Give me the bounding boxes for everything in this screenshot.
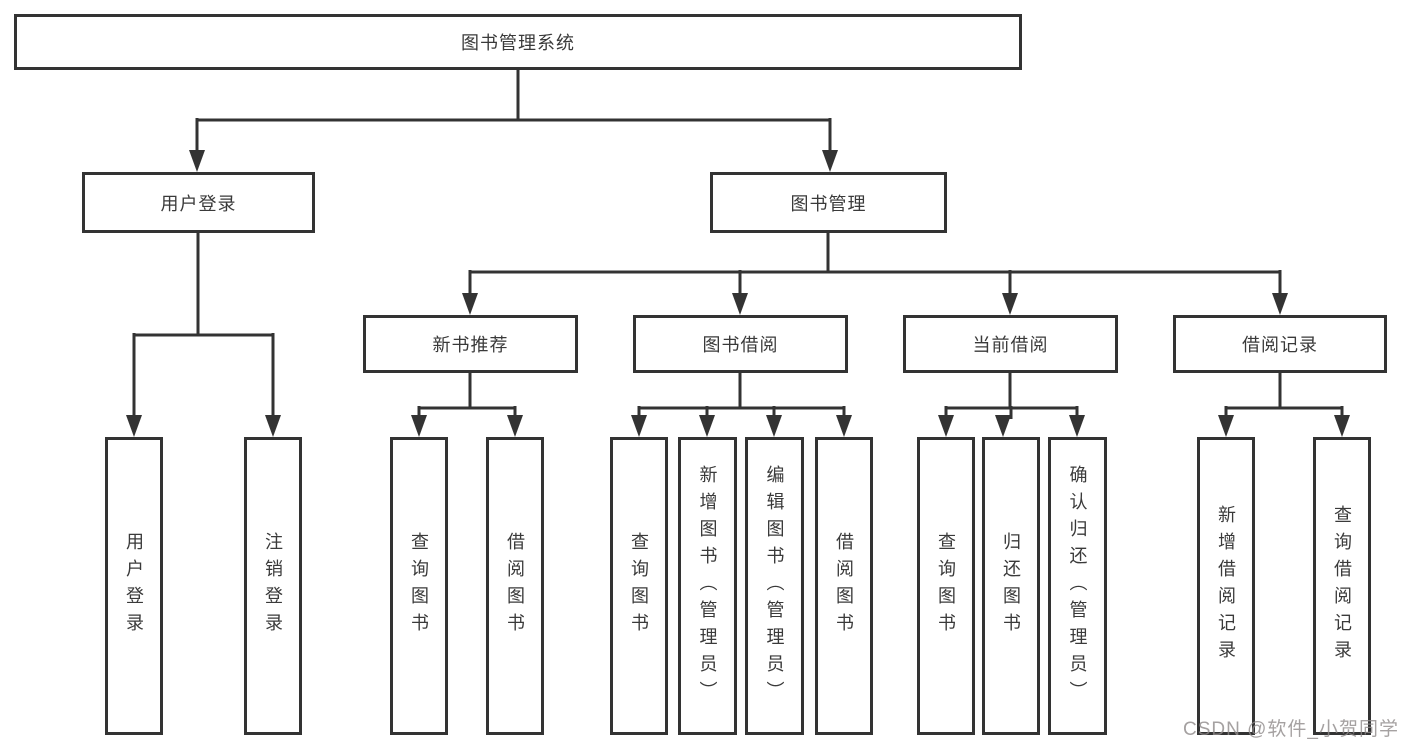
leaf-return-books-label: 归还图书 bbox=[1001, 532, 1021, 640]
leaf-borrow-borrow-books-label: 借阅图书 bbox=[834, 532, 854, 640]
leaf-recommend-query-books-label: 查询图书 bbox=[409, 532, 429, 640]
node-user-login-label: 用户登录 bbox=[160, 193, 237, 214]
node-root: 图书管理系统 bbox=[14, 14, 1022, 70]
node-borrow-records: 借阅记录 bbox=[1173, 315, 1387, 373]
leaf-add-books-admin: 新增图书（管理员） bbox=[678, 437, 737, 735]
leaf-current-query-books: 查询图书 bbox=[917, 437, 975, 735]
node-book-borrow-label: 图书借阅 bbox=[702, 335, 779, 355]
node-user-login: 用户登录 bbox=[82, 172, 315, 233]
node-borrow-records-label: 借阅记录 bbox=[1242, 335, 1318, 355]
leaf-recommend-query-books: 查询图书 bbox=[390, 437, 448, 735]
leaf-current-query-books-label: 查询图书 bbox=[936, 532, 956, 640]
leaf-add-books-admin-label: 新增图书（管理员） bbox=[697, 464, 718, 708]
leaf-query-borrow-record: 查询借阅记录 bbox=[1313, 437, 1371, 735]
node-new-book-recommend: 新书推荐 bbox=[363, 315, 578, 373]
leaf-recommend-borrow-books: 借阅图书 bbox=[486, 437, 544, 735]
leaf-borrow-query-books: 查询图书 bbox=[610, 437, 668, 735]
leaf-logout: 注销登录 bbox=[244, 437, 302, 735]
csdn-watermark: CSDN @软件_小贺同学 bbox=[1183, 719, 1399, 740]
leaf-user-login: 用户登录 bbox=[105, 437, 163, 735]
leaf-borrow-borrow-books: 借阅图书 bbox=[815, 437, 873, 735]
leaf-confirm-return-admin-label: 确认归还（管理员） bbox=[1067, 464, 1088, 708]
leaf-edit-books-admin: 编辑图书（管理员） bbox=[745, 437, 804, 735]
leaf-logout-label: 注销登录 bbox=[263, 532, 283, 640]
leaf-confirm-return-admin: 确认归还（管理员） bbox=[1048, 437, 1107, 735]
node-root-label: 图书管理系统 bbox=[461, 33, 575, 53]
leaf-user-login-label: 用户登录 bbox=[124, 532, 144, 640]
leaf-borrow-query-books-label: 查询图书 bbox=[629, 532, 649, 640]
node-book-borrow: 图书借阅 bbox=[633, 315, 848, 373]
arrowhead-icons bbox=[126, 150, 1350, 437]
node-book-management-label: 图书管理 bbox=[790, 193, 867, 214]
leaf-edit-books-admin-label: 编辑图书（管理员） bbox=[764, 464, 785, 708]
leaf-recommend-borrow-books-label: 借阅图书 bbox=[505, 532, 525, 640]
node-current-borrow: 当前借阅 bbox=[903, 315, 1118, 373]
node-book-management: 图书管理 bbox=[710, 172, 947, 233]
leaf-return-books: 归还图书 bbox=[982, 437, 1040, 735]
node-new-book-recommend-label: 新书推荐 bbox=[432, 335, 509, 355]
leaf-add-borrow-record-label: 新增借阅记录 bbox=[1216, 505, 1236, 667]
leaf-add-borrow-record: 新增借阅记录 bbox=[1197, 437, 1255, 735]
leaf-query-borrow-record-label: 查询借阅记录 bbox=[1332, 505, 1352, 667]
node-current-borrow-label: 当前借阅 bbox=[972, 335, 1049, 355]
